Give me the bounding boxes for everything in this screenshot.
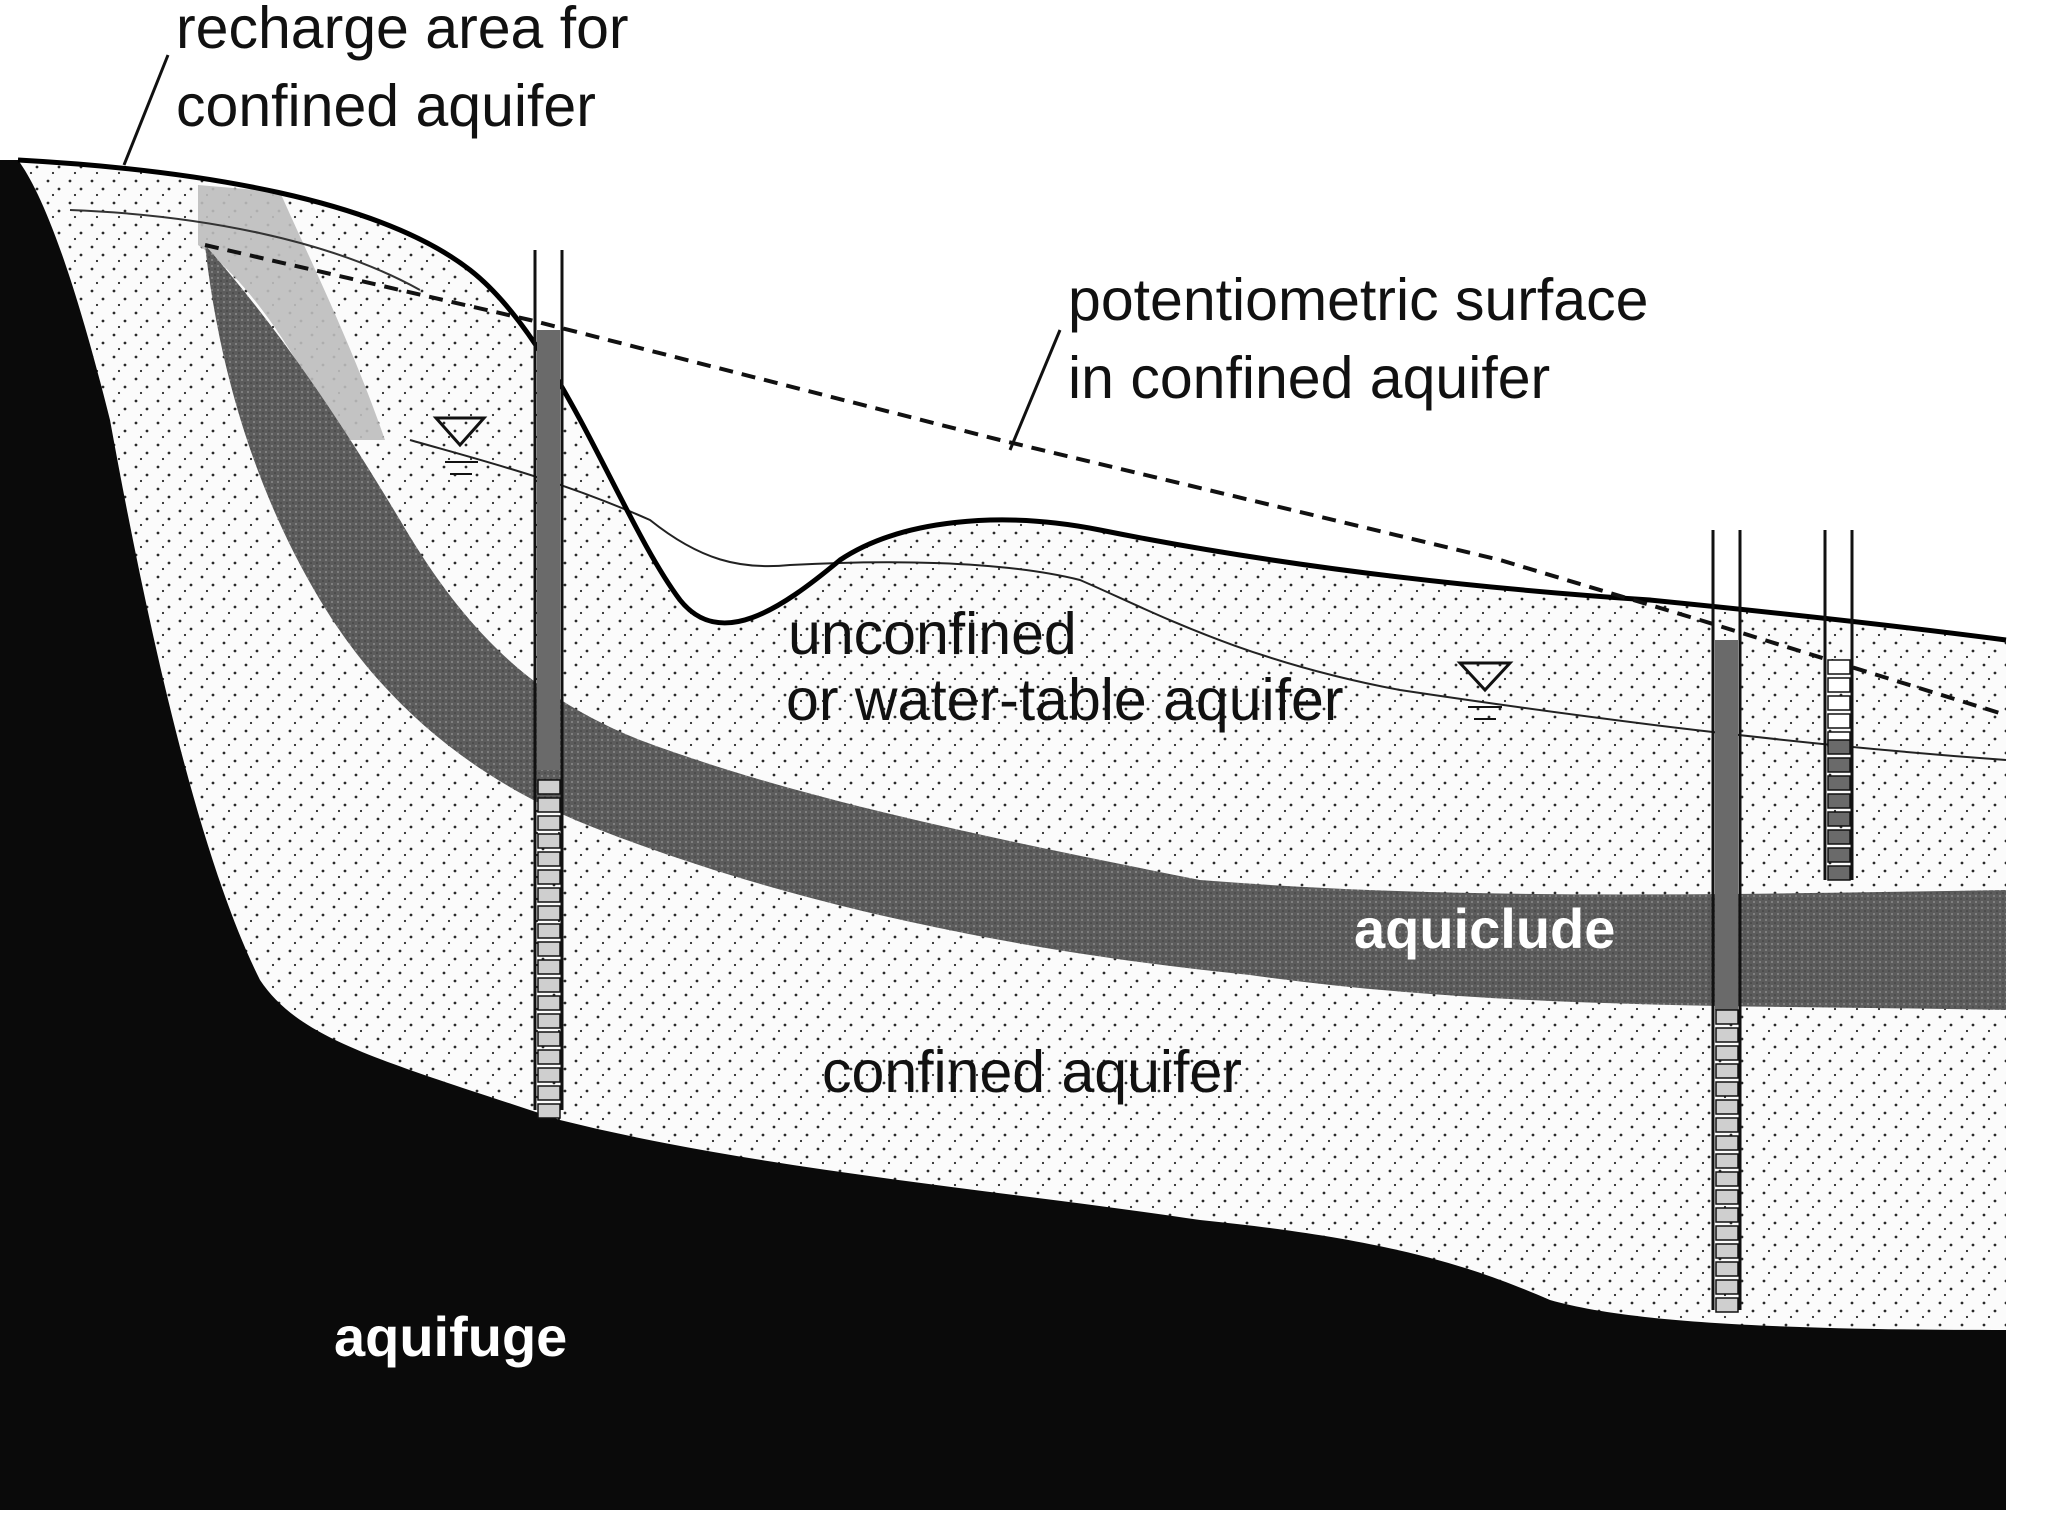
well-screen-segment: [1715, 1297, 1739, 1313]
well-screen-segment: [1827, 775, 1851, 791]
well-screen-segment: [537, 905, 561, 921]
label-unconfined-line1: unconfined: [788, 601, 1077, 667]
well-screen-segment: [1715, 1063, 1739, 1079]
well-screen-segment: [537, 1013, 561, 1029]
label-recharge-line2: confined aquifer: [176, 73, 596, 139]
well-right: [1823, 530, 1854, 881]
well-screen-segment: [1827, 847, 1851, 863]
label-potentiometric-line2: in confined aquifer: [1068, 345, 1550, 411]
well-screen-segment: [1715, 1099, 1739, 1115]
water-table-line: [409, 439, 2007, 761]
well-screen-segment: [1827, 739, 1851, 755]
well-screen-segment: [1715, 1279, 1739, 1295]
well-screen-segment: [1827, 757, 1851, 773]
well-screen-segment: [537, 869, 561, 885]
aquiclude-layer: [205, 245, 2006, 1010]
aquifuge-bedrock: [0, 160, 2006, 1510]
well-screen-segment: [1827, 713, 1851, 729]
well-screen-segment: [537, 1085, 561, 1101]
recharge-zone: [198, 185, 385, 440]
well-screen-segment: [537, 941, 561, 957]
well-screen-segment: [1827, 677, 1851, 693]
well-screen-segment: [537, 815, 561, 831]
well-screen-segment: [1827, 865, 1851, 881]
well-screen-segment: [537, 887, 561, 903]
well-screen-segment: [1715, 1189, 1739, 1205]
well-screen-segment: [537, 1031, 561, 1047]
well-screen-segment: [537, 995, 561, 1011]
well-screen-segment: [537, 1049, 561, 1065]
well-middle-screen: [1715, 1009, 1739, 1313]
well-screen-segment: [1715, 1009, 1739, 1025]
well-screen-segment: [1715, 1207, 1739, 1223]
well-left: [533, 250, 564, 1119]
well-screen-segment: [1827, 793, 1851, 809]
well-screen-segment: [537, 797, 561, 813]
well-screen-segment: [1715, 1261, 1739, 1277]
well-screen-segment: [1715, 1081, 1739, 1097]
label-unconfined-line2: or water-table aquifer: [786, 667, 1344, 733]
well-left-screen: [537, 779, 561, 1119]
well-screen-segment: [1827, 829, 1851, 845]
upper-thin-surface: [69, 209, 421, 291]
well-middle-right: [1711, 530, 1742, 1313]
well-screen-segment: [1715, 1135, 1739, 1151]
well-screen-segment: [1827, 695, 1851, 711]
potentiometric-leader-line: [1008, 329, 1062, 451]
label-aquiclude: aquiclude: [1354, 897, 1615, 960]
label-recharge-line1: recharge area for: [176, 0, 629, 61]
well-screen-segment: [537, 851, 561, 867]
label-aquifuge: aquifuge: [334, 1305, 567, 1368]
well-screen-segment: [1715, 1045, 1739, 1061]
potentiometric-surface-line: [204, 243, 2007, 717]
well-screen-segment: [1715, 1153, 1739, 1169]
well-screen-segment: [537, 1067, 561, 1083]
well-screen-segment: [1715, 1171, 1739, 1187]
well-screen-segment: [537, 779, 561, 795]
well-screen-segment: [1827, 659, 1851, 675]
well-screen-segment: [1715, 1117, 1739, 1133]
water-table-symbol-left: [432, 416, 488, 475]
well-screen-segment: [537, 923, 561, 939]
label-confined-aquifer: confined aquifer: [822, 1039, 1242, 1105]
well-right-screen: [1827, 659, 1851, 881]
well-screen-segment: [1715, 1225, 1739, 1241]
label-potentiometric-line1: potentiometric surface: [1068, 267, 1648, 333]
water-table-symbol-right: [1456, 661, 1514, 720]
well-screen-segment: [1715, 1027, 1739, 1043]
well-screen-segment: [1715, 1243, 1739, 1259]
recharge-leader-line: [122, 54, 170, 166]
ground-surface: [17, 157, 2007, 643]
well-screen-segment: [537, 977, 561, 993]
well-screen-segment: [537, 833, 561, 849]
well-screen-segment: [1827, 811, 1851, 827]
well-screen-segment: [537, 959, 561, 975]
well-screen-segment: [537, 1103, 561, 1119]
